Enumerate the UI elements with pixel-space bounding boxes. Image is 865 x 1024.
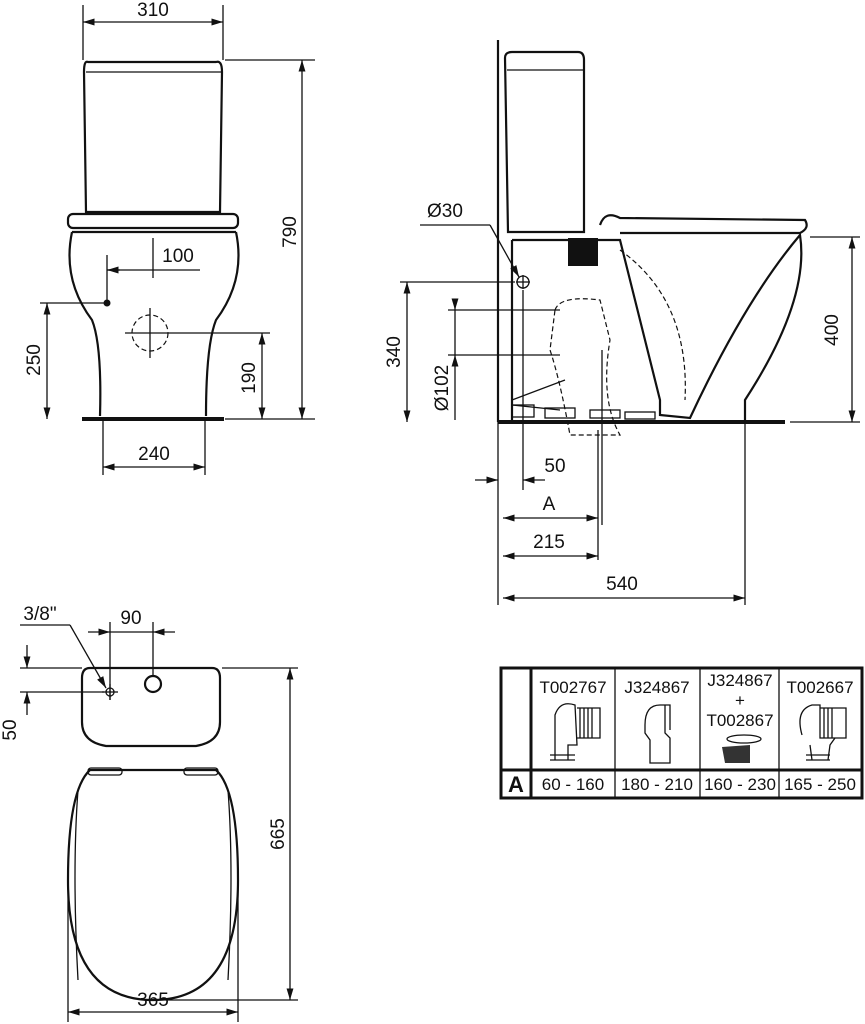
cistern-side: [503, 50, 586, 234]
cistern-top: [80, 666, 222, 748]
dim-665: 665: [268, 818, 289, 850]
connector-code: T002767: [539, 678, 606, 697]
bowl-outline: [510, 232, 803, 420]
table-row-label: A: [508, 772, 524, 797]
flush-button-hole: [143, 674, 163, 694]
seal-ring-icon: [726, 734, 762, 744]
dim-3-8: 3/8": [23, 604, 56, 625]
connector-offset-icon: [644, 704, 671, 764]
range-value: 180 - 210: [621, 775, 693, 794]
flush-valve: [568, 238, 598, 266]
table-column-4: T002667 165 - 250: [784, 678, 856, 794]
dim-d102: Ø102: [432, 365, 453, 411]
dim-190: 190: [239, 362, 260, 394]
dim-240: 240: [138, 444, 170, 465]
range-value: 60 - 160: [542, 775, 604, 794]
dim-90: 90: [120, 608, 141, 629]
connector-pipe-icon: [550, 703, 601, 761]
cistern: [82, 60, 224, 214]
dim-790: 790: [280, 216, 301, 248]
seat-top: [66, 768, 240, 1002]
dim-100: 100: [162, 246, 194, 267]
dim-a: A: [543, 494, 556, 515]
connector-code-2: T002867: [706, 711, 773, 730]
range-value: 165 - 250: [784, 775, 856, 794]
dim-250: 250: [24, 344, 45, 376]
pedestal-outline: [68, 230, 240, 417]
connector-code: T002667: [786, 678, 853, 697]
dim-d30: Ø30: [427, 201, 463, 222]
front-view: 310 790 100 250 190 240: [24, 0, 315, 475]
side-view: Ø30 340 Ø102 400 50 A 215 540: [384, 40, 860, 605]
connector-code: J324867: [707, 671, 772, 690]
dim-400: 400: [822, 314, 843, 346]
connector-code: J324867: [624, 678, 689, 697]
dim-340: 340: [384, 336, 405, 368]
adapter-icon: [722, 745, 750, 763]
dim-310: 310: [137, 0, 169, 21]
plus-sign: +: [735, 691, 745, 710]
dim-365: 365: [137, 990, 169, 1011]
table-column-1: T002767 60 - 160: [539, 678, 606, 794]
dim-540: 540: [606, 574, 638, 595]
dim-50-side: 50: [544, 456, 565, 477]
table-column-3: J324867 + T002867 160 - 230: [704, 671, 776, 794]
trapway: [549, 249, 686, 436]
connector-table: A T002767 60 - 160 J324867 180 - 210 J32…: [499, 666, 864, 800]
dim-215: 215: [533, 532, 565, 553]
table-column-2: J324867 180 - 210: [621, 678, 693, 794]
seat-lid: [598, 214, 808, 235]
top-view: 3/8" 90 50 665 365: [0, 604, 298, 1022]
connector-bend-icon: [799, 704, 847, 761]
range-value: 160 - 230: [704, 775, 776, 794]
dim-50-top: 50: [0, 719, 21, 740]
cistern-base-flange: [66, 212, 240, 230]
